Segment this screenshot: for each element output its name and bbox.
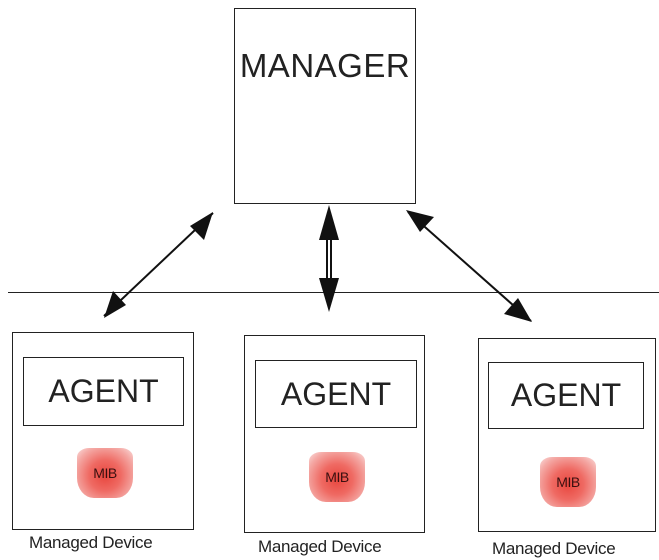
right-arrowhead-up [406,210,434,232]
manager-box: MANAGER [234,8,416,204]
agent-box: AGENT [23,357,184,426]
left-double-arrow [103,212,214,318]
middle-arrowhead-down [319,278,339,312]
agent-box: AGENT [255,360,417,428]
mib-shape: MIB [540,457,596,507]
device-caption: Managed Device [258,537,382,556]
left-arrowhead-down [104,291,126,318]
manager-label: MANAGER [239,47,411,84]
right-arrowhead-down [504,298,532,322]
middle-arrowhead-up [319,205,339,240]
agent-box: AGENT [488,362,644,429]
mib-shape: MIB [77,448,133,498]
middle-double-arrow [319,205,339,312]
left-arrowhead-up [190,212,213,240]
device-caption: Managed Device [29,533,153,552]
managed-device-1: AGENT MIB [12,332,194,530]
device-caption: Managed Device [492,539,616,558]
right-double-arrow [406,210,532,322]
managed-device-3: AGENT MIB [478,338,656,532]
mib-shape: MIB [309,452,365,502]
managed-device-2: AGENT MIB [244,335,425,533]
